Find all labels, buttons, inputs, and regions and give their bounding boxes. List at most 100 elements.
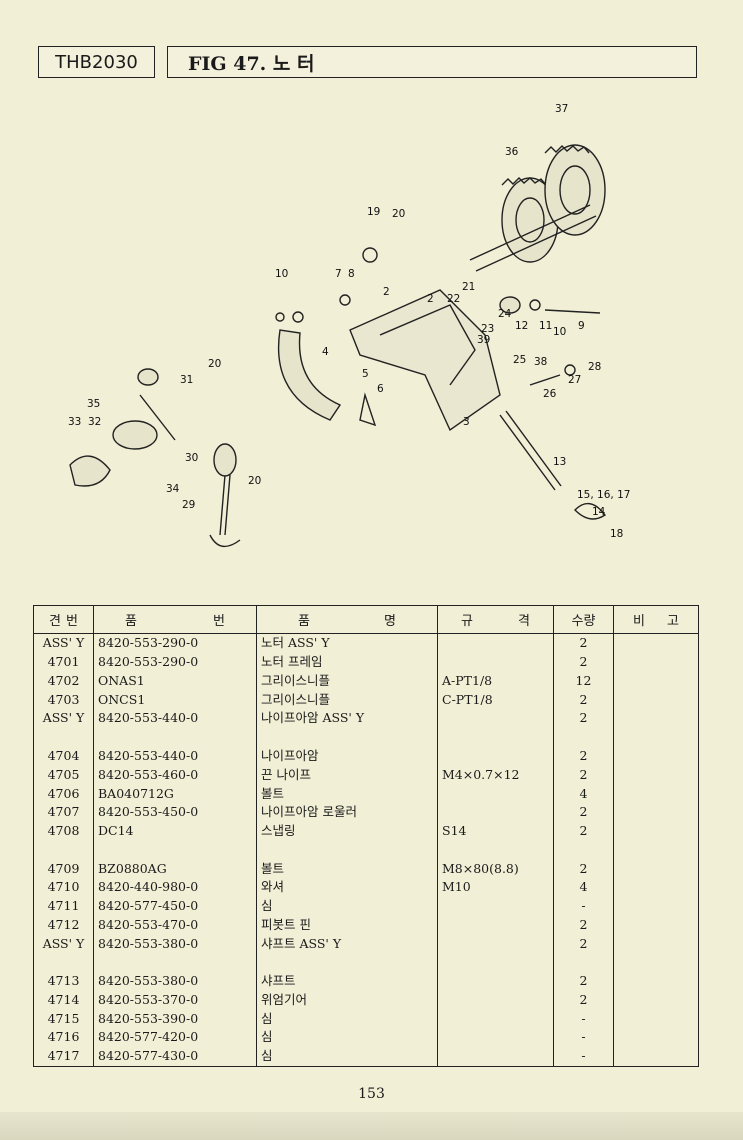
cell-remark <box>613 802 699 822</box>
cell-spec <box>437 802 554 822</box>
cell-part-no: 8420-577-420-0 <box>93 1028 257 1047</box>
cell-remark <box>613 784 699 803</box>
table-row <box>33 840 699 860</box>
cell-spec <box>437 1046 554 1067</box>
callout-label: 39 <box>477 334 490 346</box>
page-number: 153 <box>358 1086 385 1102</box>
cell-remark <box>613 709 699 728</box>
cell-part-no: BA040712G <box>93 784 257 803</box>
cell-no: ASS' Y <box>33 709 94 728</box>
cell-desc: 나이프아암 로울러 <box>256 802 438 822</box>
cell-qty: 2 <box>553 915 614 935</box>
figure-title-box: FIG 47. 노 터 <box>167 46 697 78</box>
cell-part-no: ONAS1 <box>93 671 257 691</box>
cell-part-no: ONCS1 <box>93 690 257 710</box>
cell-spec <box>437 953 554 972</box>
cell-no: ASS' Y <box>33 934 94 954</box>
callout-label: 2 <box>427 293 434 305</box>
cell-spec <box>437 971 554 991</box>
callout-label: 28 <box>588 361 601 373</box>
cell-part-no: 8420-553-440-0 <box>93 709 257 728</box>
callout-label: 10 <box>553 326 566 338</box>
cell-remark <box>613 746 699 766</box>
callout-label: 7 <box>335 268 342 280</box>
cell-remark <box>613 971 699 991</box>
cell-no: 4709 <box>33 859 94 878</box>
cell-desc: 끈 나이프 <box>256 765 438 785</box>
cell-qty: 2 <box>553 746 614 766</box>
callout-label: 30 <box>185 452 198 464</box>
cell-no: 4703 <box>33 690 94 710</box>
cell-no <box>33 727 94 747</box>
cell-part-no: 8420-553-440-0 <box>93 746 257 766</box>
cell-desc <box>256 953 438 972</box>
callout-label: 23 <box>481 323 494 335</box>
cell-desc: 샤프트 <box>256 971 438 991</box>
cell-spec: M10 <box>437 877 554 897</box>
cell-desc: 노터 프레임 <box>256 652 438 672</box>
callout-label: 20 <box>392 208 405 220</box>
cell-remark <box>613 1046 699 1067</box>
callout-label: 15, 16, 17 <box>577 489 630 501</box>
cell-no: 4707 <box>33 802 94 822</box>
cell-no: 4706 <box>33 784 94 803</box>
cell-remark <box>613 652 699 672</box>
cell-desc: 와셔 <box>256 877 438 897</box>
cell-no: ASS' Y <box>33 633 94 653</box>
cell-remark <box>613 990 699 1010</box>
callout-label: 37 <box>555 103 568 115</box>
callout-label: 12 <box>515 320 528 332</box>
cell-part-no: 8420-553-370-0 <box>93 990 257 1010</box>
scan-edge-shade <box>0 1112 743 1140</box>
cell-part-no <box>93 953 257 972</box>
callout-label: 10 <box>275 268 288 280</box>
callout-label: 13 <box>553 456 566 468</box>
cell-part-no: 8420-553-470-0 <box>93 915 257 935</box>
callout-label: 36 <box>505 146 519 158</box>
cell-desc: 피봇트 핀 <box>256 915 438 935</box>
callout-label: 32 <box>88 416 101 428</box>
cell-no: 4701 <box>33 652 94 672</box>
cell-spec <box>437 633 554 653</box>
cell-no: 4715 <box>33 1009 94 1029</box>
cell-remark <box>613 690 699 710</box>
cell-remark <box>613 934 699 954</box>
cell-remark <box>613 915 699 935</box>
cell-spec <box>437 840 554 860</box>
cell-qty: 2 <box>553 765 614 785</box>
cell-qty: 2 <box>553 859 614 878</box>
callout-label: 25 <box>513 354 526 366</box>
cell-qty: - <box>553 1028 614 1047</box>
cell-qty <box>553 953 614 972</box>
cell-no: 4710 <box>33 877 94 897</box>
cell-no: 4712 <box>33 915 94 935</box>
callout-label: 5 <box>362 368 369 380</box>
cell-spec <box>437 896 554 916</box>
cell-part-no: 8420-553-380-0 <box>93 934 257 954</box>
cell-qty <box>553 840 614 860</box>
callout-label: 33 <box>68 416 81 428</box>
callout-label: 8 <box>348 268 355 280</box>
cell-remark <box>613 859 699 878</box>
figure-title: FIG 47. 노 터 <box>188 52 315 75</box>
cell-part-no: 8420-553-290-0 <box>93 652 257 672</box>
cell-no: 4704 <box>33 746 94 766</box>
model-code-box: THB2030 <box>38 46 155 78</box>
callout-label: 20 <box>248 475 261 487</box>
cell-no: 4711 <box>33 896 94 916</box>
